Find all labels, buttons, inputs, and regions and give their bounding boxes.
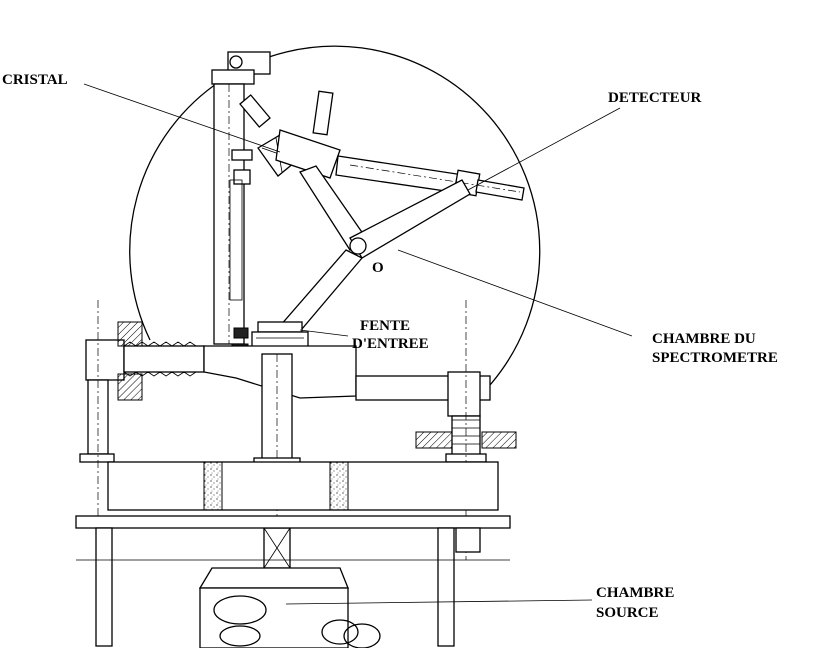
leader-fente: [299, 329, 349, 337]
label-origin: O: [372, 260, 384, 276]
label-fente-line1: FENTE: [360, 318, 410, 334]
detector-arm: [335, 155, 525, 201]
label-cristal: CRISTAL: [2, 72, 68, 88]
vertical-column: [211, 51, 271, 345]
leader-cristal: [83, 83, 281, 153]
leader-chambre-source: [285, 599, 593, 605]
label-chambre-spectro-line2: SPECTROMETRE: [652, 350, 778, 366]
crystal-holder: [239, 90, 341, 179]
label-chambre-source-line1: CHAMBRE: [596, 585, 674, 601]
right-support: [415, 300, 517, 560]
spectrometer-chamber-outline: [129, 45, 541, 386]
source-chamber: [198, 567, 381, 648]
base-frame: [75, 461, 511, 647]
leader-chambre-spectrometre: [397, 249, 633, 337]
label-chambre-source-line2: SOURCE: [596, 605, 659, 621]
label-fente-line2: D'ENTREE: [352, 336, 429, 352]
leader-detecteur: [467, 107, 621, 191]
pivot-arms: [279, 165, 471, 337]
label-detecteur: DETECTEUR: [608, 90, 702, 106]
label-chambre-spectro-line1: CHAMBRE DU: [652, 331, 756, 347]
